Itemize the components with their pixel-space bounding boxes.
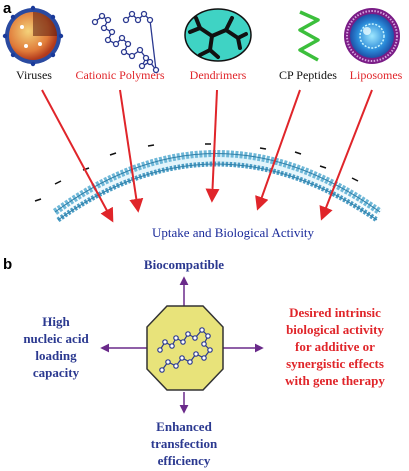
panel-a-label: a bbox=[3, 0, 12, 17]
carrier-label-cationic-polymers: Cationic Polymers bbox=[75, 68, 165, 82]
property-right: Desired intrinsic biological activity fo… bbox=[264, 304, 406, 389]
property-left: High nucleic acid loading capacity bbox=[8, 313, 104, 381]
property-left-line: capacity bbox=[32, 365, 80, 380]
peptide-helix-icon bbox=[298, 10, 320, 62]
liposome-icon bbox=[344, 8, 400, 64]
property-right-line: synergistic effects bbox=[286, 356, 384, 371]
carrier-label-viruses: Viruses bbox=[16, 68, 52, 82]
property-axes bbox=[100, 276, 264, 414]
carrier-label-cp-peptides: CP Peptides bbox=[279, 68, 337, 82]
property-bottom-line: efficiency bbox=[157, 453, 211, 468]
polymer-chain-icon bbox=[91, 10, 160, 74]
cell-membrane bbox=[52, 150, 383, 223]
carrier-label-dendrimers: Dendrimers bbox=[189, 68, 247, 82]
membrane-charges bbox=[34, 143, 359, 202]
property-right-line: with gene therapy bbox=[285, 373, 385, 388]
property-bottom-line: Enhanced bbox=[156, 419, 212, 434]
uptake-arrows bbox=[41, 89, 373, 223]
property-left-line: High bbox=[42, 314, 70, 329]
dendrimer-icon bbox=[184, 8, 252, 62]
property-bottom-line: transfection bbox=[150, 436, 218, 451]
property-right-line: biological activity bbox=[286, 322, 384, 337]
virus-icon bbox=[2, 5, 64, 67]
property-right-line: Desired intrinsic bbox=[289, 305, 381, 320]
uptake-label: Uptake and Biological Activity bbox=[151, 225, 315, 240]
panel-b-label: b bbox=[3, 256, 13, 273]
carrier-label-liposomes: Liposomes bbox=[349, 68, 403, 82]
property-bottom: Enhanced transfection efficiency bbox=[124, 418, 244, 469]
property-right-line: for additive or bbox=[295, 339, 375, 354]
property-left-line: loading bbox=[35, 348, 77, 363]
property-left-line: nucleic acid bbox=[23, 331, 89, 346]
property-top: Biocompatible bbox=[143, 257, 225, 272]
carrier-octagon bbox=[146, 305, 224, 391]
